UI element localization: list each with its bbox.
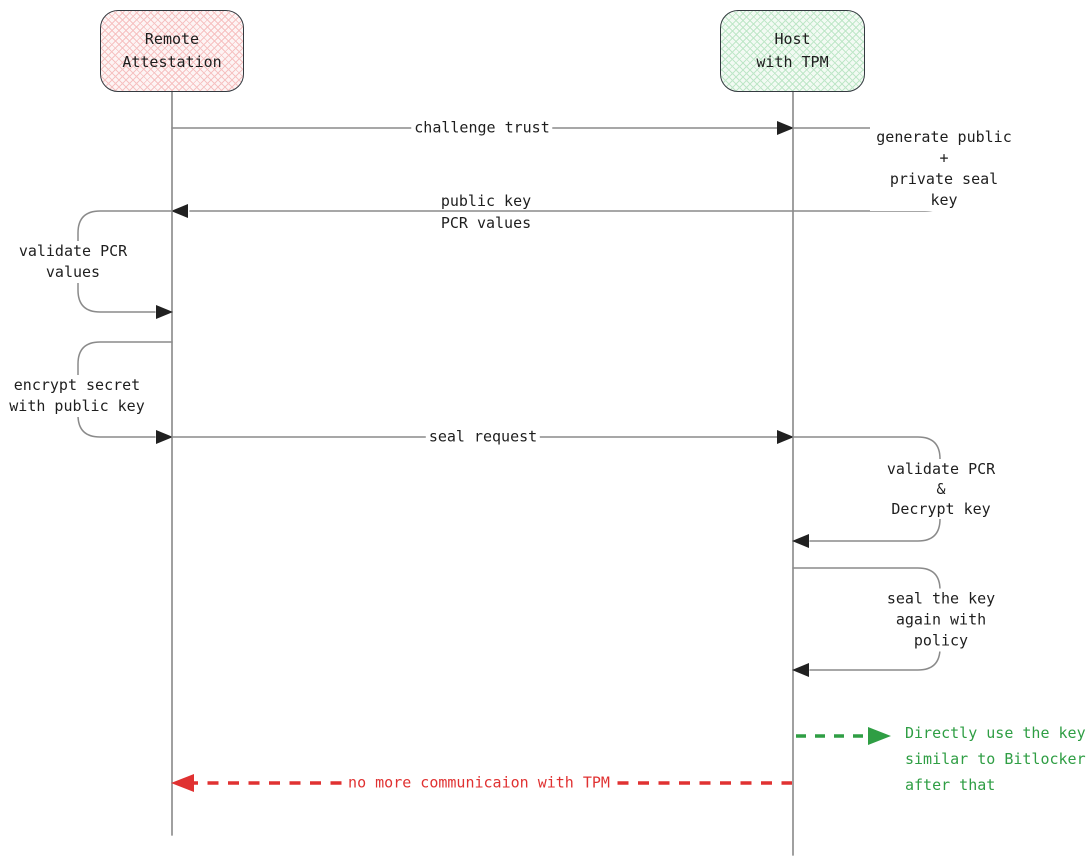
encrypt-secret-label: encrypt secret with public key [6, 375, 148, 417]
actor-label-remote-attestation: Remote Attestation [122, 30, 222, 71]
seal-again-arrowhead [792, 663, 809, 677]
encrypt-secret-arrowhead [156, 430, 173, 444]
public-key-arrowhead [171, 204, 188, 218]
seal-request-label: seal request [425, 426, 541, 448]
actor-label-host-with-tpm: Host with TPM [756, 30, 829, 71]
validate-pcr-label: validate PCR values [15, 241, 131, 283]
validate-decrypt-arrowhead [792, 534, 809, 548]
generate-key-self-loop [189, 127, 948, 212]
validate-decrypt-label: validate PCR & Decrypt key [883, 459, 999, 519]
direct-use-label: Directly use the key similar to Bitlocke… [905, 724, 1086, 794]
no-more-label: no more communicaion with TPM [345, 772, 613, 794]
actor-box-remote-attestation: Remote Attestation [100, 10, 244, 92]
seal-request-arrowhead [777, 430, 794, 444]
validate-pcr-arrowhead [156, 305, 173, 319]
public-key-label: public key PCR values [440, 192, 532, 232]
generate-key-label: generate public + private seal key [870, 127, 1018, 211]
direct-use-arrowhead [868, 727, 891, 745]
actor-box-host-with-tpm: Host with TPM [720, 10, 865, 92]
seal-again-label: seal the key again with policy [865, 588, 1017, 652]
no-more-arrowhead [171, 774, 194, 792]
challenge-trust-label: challenge trust [411, 117, 553, 139]
challenge-trust-arrowhead [777, 121, 794, 135]
